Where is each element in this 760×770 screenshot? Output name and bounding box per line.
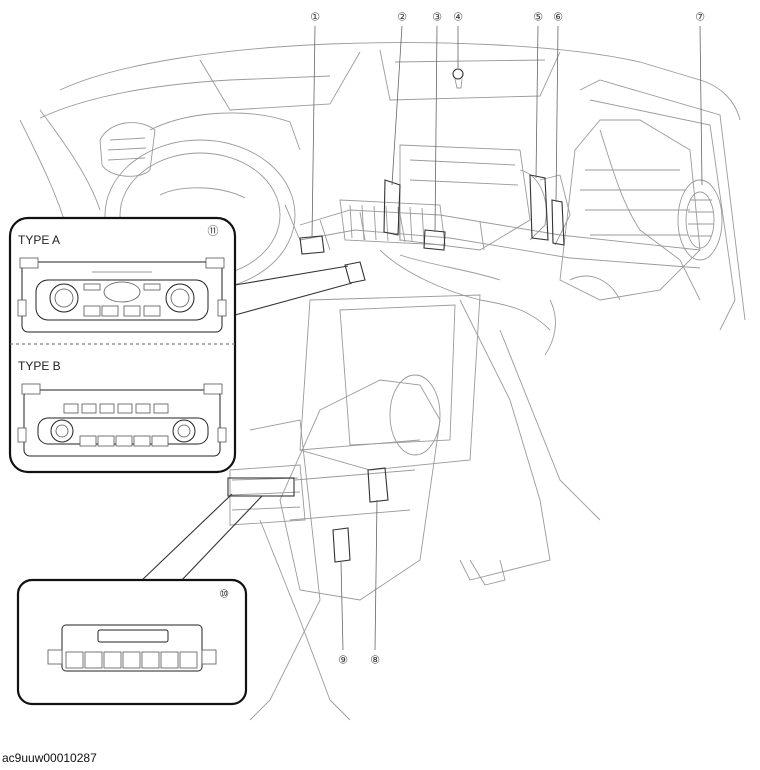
switch-panel-display <box>97 629 169 643</box>
callout-11-label: ⑪ <box>208 225 219 238</box>
callout-1-label: ① <box>310 11 320 24</box>
type-a-label: TYPE A <box>18 233 60 247</box>
callout-8: ⑧ <box>370 654 380 667</box>
callout-5-label: ⑤ <box>533 11 543 24</box>
callout-9: ⑨ <box>338 654 348 667</box>
type-a-control-unit <box>17 257 227 333</box>
callout-1: ① <box>310 11 320 24</box>
callout-3-label: ③ <box>432 11 442 24</box>
callout-3: ③ <box>432 11 442 24</box>
panel-11-connector <box>234 265 353 316</box>
callout-5: ⑤ <box>533 11 543 24</box>
callout-6-label: ⑥ <box>553 11 563 24</box>
callout-7: ⑦ <box>695 11 705 24</box>
panel-10-connector <box>139 493 263 583</box>
callout-8-label: ⑧ <box>370 654 380 667</box>
callout-9-label: ⑨ <box>338 654 348 667</box>
document-code: ac9uuw00010287 <box>2 751 97 765</box>
callout-2: ② <box>397 11 407 24</box>
type-b-control-unit <box>17 383 227 457</box>
callout-2-label: ② <box>397 11 407 24</box>
lower-control-panel-inset: ⑩ <box>16 578 248 706</box>
switch-panel-unit <box>47 624 217 672</box>
callout-4: ④ <box>453 11 463 24</box>
callout-7-label: ⑦ <box>695 11 705 24</box>
climate-control-panel-inset: ⑪ TYPE A TYPE B <box>8 216 237 474</box>
callout-leaders <box>311 25 703 651</box>
callout-10-label: ⑩ <box>219 588 229 601</box>
callout-4-label: ④ <box>453 11 463 24</box>
type-b-label: TYPE B <box>18 359 61 373</box>
type-a-center-dial <box>103 281 141 303</box>
callout-6: ⑥ <box>553 11 563 24</box>
